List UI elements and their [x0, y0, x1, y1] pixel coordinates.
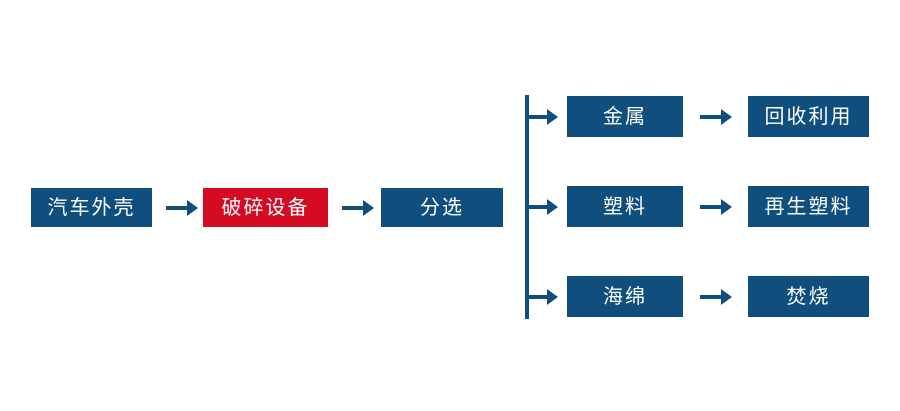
arrow-shaft [700, 205, 722, 209]
node-regenerated-plastic[interactable]: 再生塑料 [748, 186, 869, 227]
arrow-shaft [527, 115, 548, 119]
arrow-crusher-to-sorting-icon [342, 197, 374, 219]
arrow-head [721, 289, 732, 305]
node-sponge[interactable]: 海绵 [567, 276, 683, 317]
arrow-input-to-crusher-icon [166, 197, 198, 219]
arrow-metal-to-recycle-icon [700, 106, 732, 128]
arrow-head [187, 200, 198, 216]
node-car-shell[interactable]: 汽车外壳 [31, 188, 152, 227]
node-incineration[interactable]: 焚烧 [748, 276, 869, 317]
arrow-branch-to-plastic-icon [527, 196, 558, 218]
arrow-head [547, 289, 558, 305]
arrow-head [721, 199, 732, 215]
arrow-sponge-to-incineration-icon [700, 286, 732, 308]
arrow-branch-to-metal-icon [527, 106, 558, 128]
arrow-shaft [527, 295, 548, 299]
arrow-shaft [342, 206, 364, 210]
arrow-shaft [700, 115, 722, 119]
node-recycle-reuse[interactable]: 回收利用 [748, 96, 869, 137]
arrow-head [547, 199, 558, 215]
node-metal[interactable]: 金属 [567, 96, 683, 137]
arrow-shaft [166, 206, 188, 210]
arrow-shaft [700, 295, 722, 299]
arrow-head [547, 109, 558, 125]
node-sorting[interactable]: 分选 [381, 188, 503, 227]
node-crushing-equipment[interactable]: 破碎设备 [203, 188, 328, 227]
node-plastic[interactable]: 塑料 [567, 186, 683, 227]
arrow-plastic-to-regenerated-icon [700, 196, 732, 218]
arrow-head [363, 200, 374, 216]
arrow-head [721, 109, 732, 125]
arrow-branch-to-sponge-icon [527, 286, 558, 308]
arrow-shaft [527, 205, 548, 209]
